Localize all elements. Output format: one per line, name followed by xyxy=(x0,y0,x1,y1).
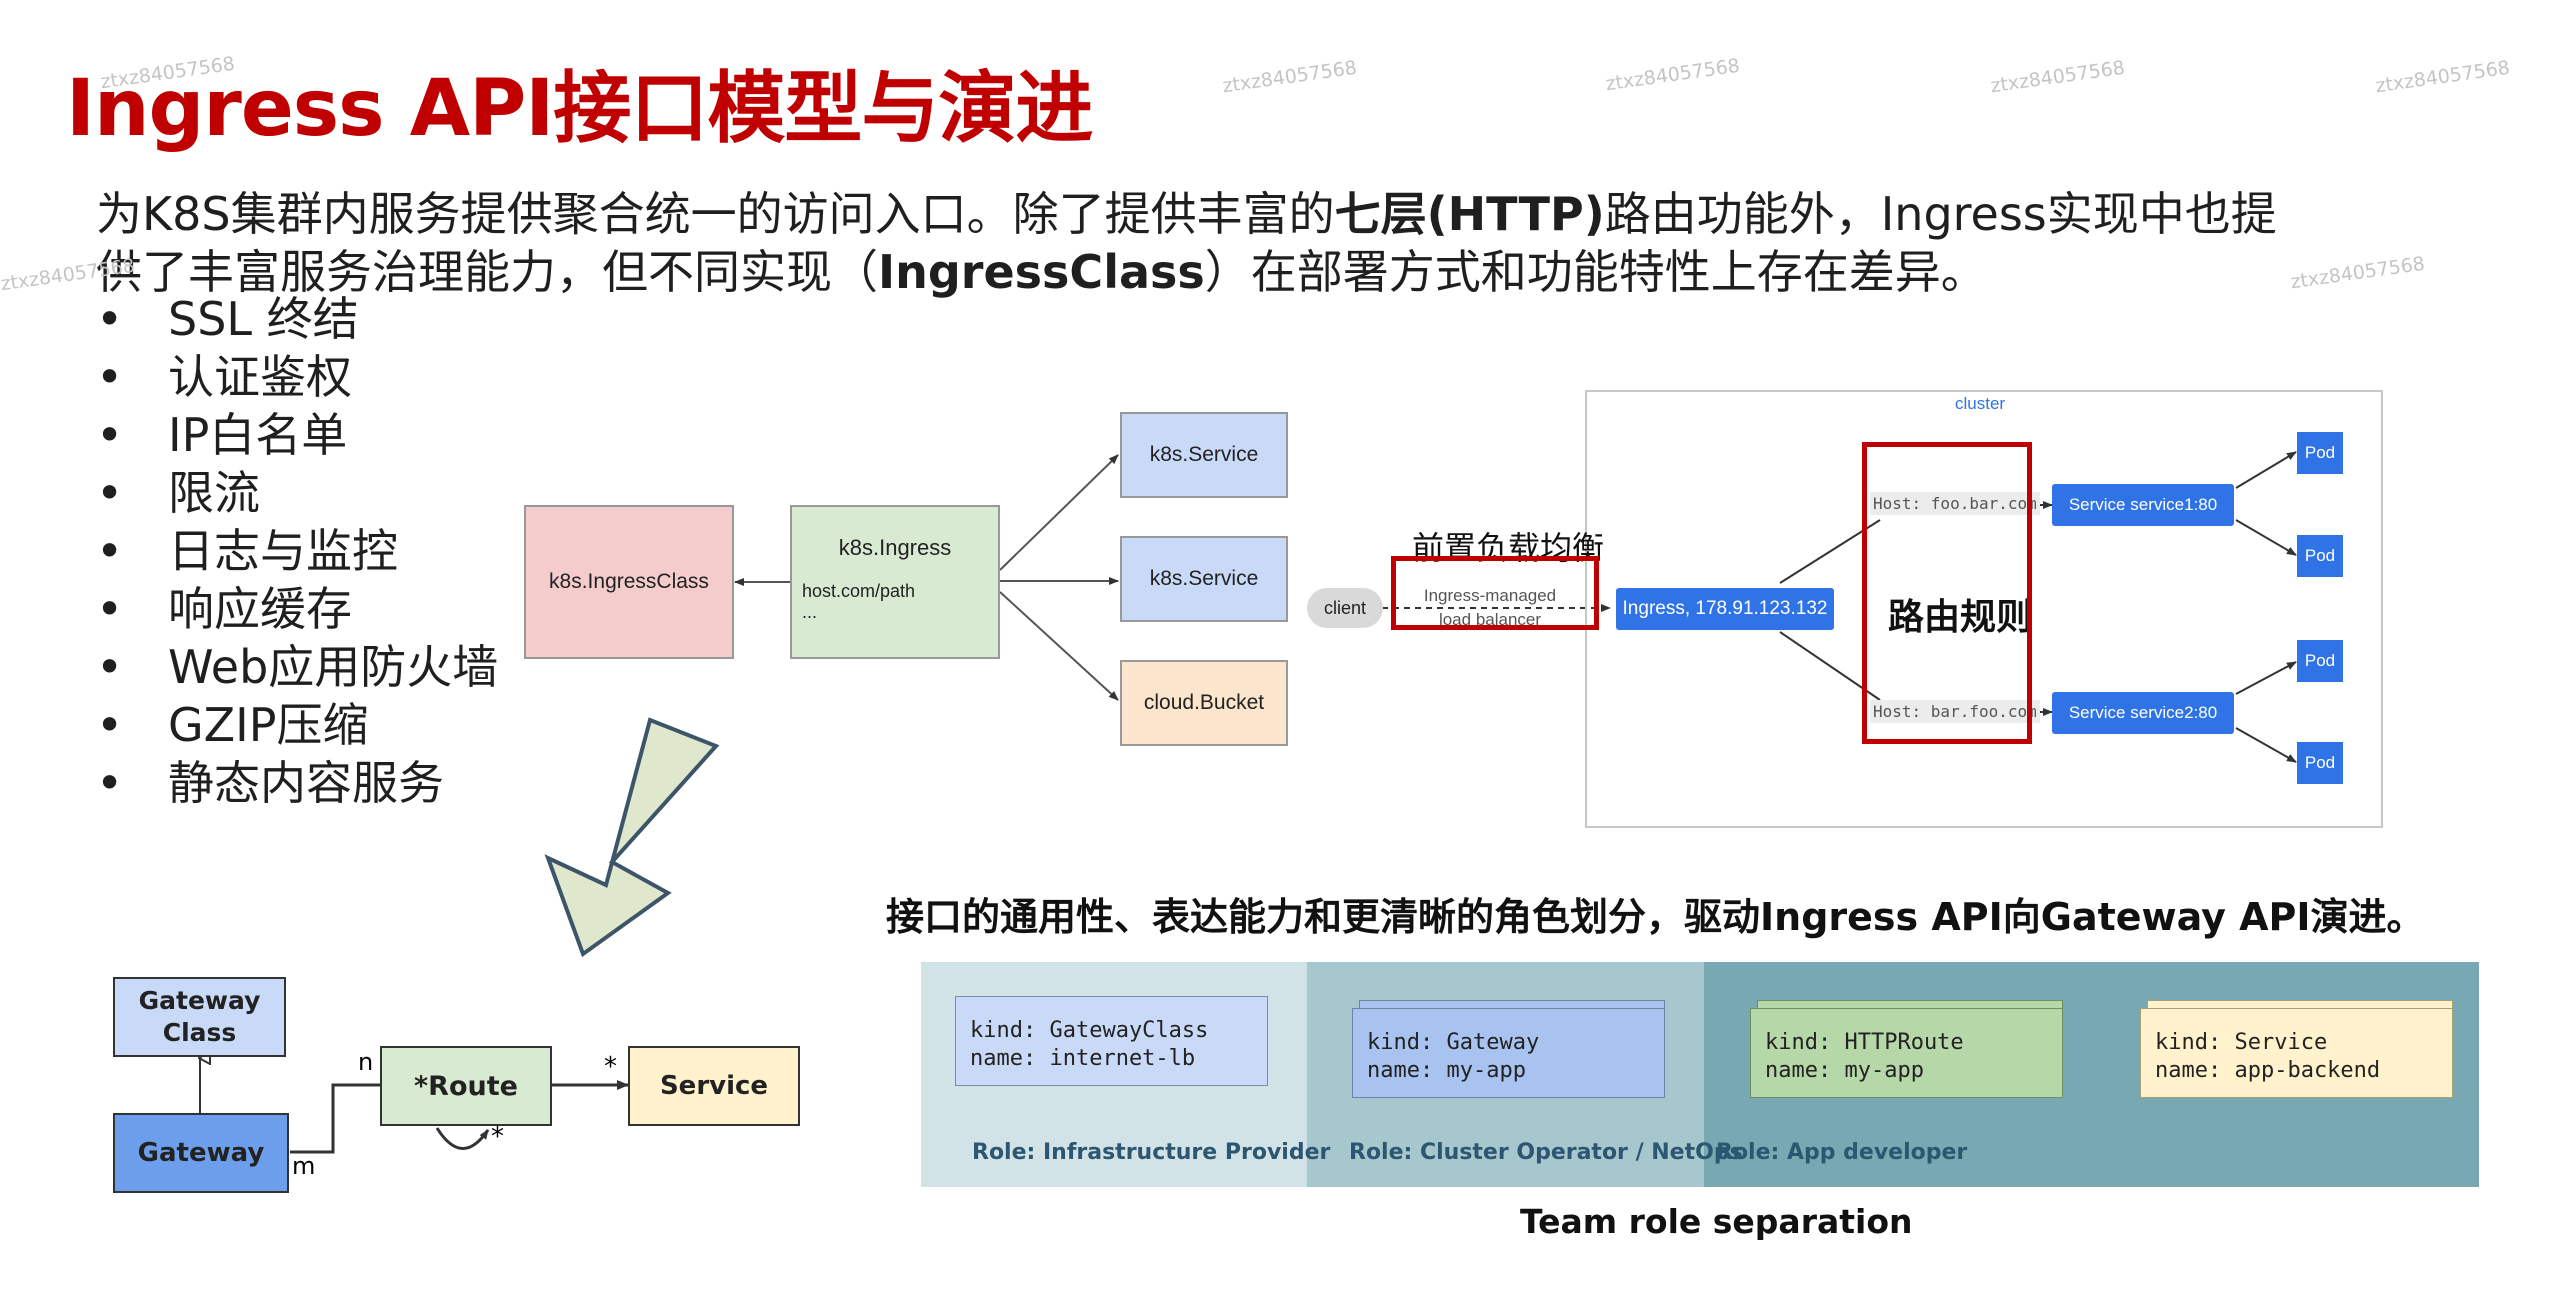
host-rule: Host: foo.bar.com xyxy=(1870,492,2040,515)
load-balancer-highlight xyxy=(1391,556,1599,630)
card-name: name: my-app xyxy=(1367,1058,1526,1083)
service-node: Service service2:80 xyxy=(2052,692,2234,734)
multiplicity-star: * xyxy=(604,1052,617,1082)
gateway-class-box: Gateway Class xyxy=(113,977,286,1057)
role-label-infrastructure: Role: Infrastructure Provider xyxy=(972,1140,1331,1165)
bullet-marker: • xyxy=(96,524,124,578)
card-kind: kind: GatewayClass xyxy=(970,1018,1209,1043)
feature-label: IP白名单 xyxy=(168,408,348,462)
feature-label: 认证鉴权 xyxy=(168,350,352,404)
load-balancer-line: Ingress-managed xyxy=(1423,586,1557,605)
description-line-1: 为K8S集群内服务提供聚合统一的访问入口。除了提供丰富的七层(HTTP)路由功能… xyxy=(96,178,2277,244)
service-card: kind: Service name: app-backend xyxy=(2140,1008,2453,1098)
load-balancer-label: Ingress-managed load balancer xyxy=(1415,584,1565,632)
card-name: name: app-backend xyxy=(2155,1058,2381,1083)
route-box: *Route xyxy=(380,1046,552,1126)
card-name: name: internet-lb xyxy=(970,1046,1196,1071)
feature-label: Web应用防火墙 xyxy=(168,640,499,694)
feature-item: • GZIP压缩 xyxy=(90,696,506,754)
feature-item: • SSL 终结 xyxy=(90,290,506,348)
evolution-note: 接口的通用性、表达能力和更清晰的角色划分，驱动Ingress API向Gatew… xyxy=(886,895,2425,939)
ingress-class-box: k8s.IngressClass xyxy=(524,505,734,659)
bullet-marker: • xyxy=(96,582,124,636)
bullet-marker: • xyxy=(96,756,124,810)
cloud-bucket-box: cloud.Bucket xyxy=(1120,660,1288,746)
card-kind: kind: Service xyxy=(2155,1030,2328,1055)
feature-label: 日志与监控 xyxy=(168,524,398,578)
description-text: 供了丰富服务治理能力，但不同实现（ xyxy=(96,245,878,299)
feature-item: • 静态内容服务 xyxy=(90,754,506,812)
role-label-app-developer: Role: App developer xyxy=(1716,1140,1968,1165)
card-kind: kind: Gateway xyxy=(1367,1030,1540,1055)
feature-item: • Web应用防火墙 xyxy=(90,638,506,696)
role-label-cluster-operator: Role: Cluster Operator / NetOps xyxy=(1349,1140,1743,1165)
multiplicity-star: * xyxy=(491,1122,504,1152)
ingress-more: ... xyxy=(802,602,818,622)
load-balancer-line: load balancer xyxy=(1438,610,1542,629)
pod-node: Pod xyxy=(2297,535,2343,577)
description-text: 路由功能外，Ingress实现中也提 xyxy=(1604,187,2277,241)
ingress-node: Ingress, 178.91.123.132 xyxy=(1616,588,1834,630)
bullet-marker: • xyxy=(96,408,124,462)
feature-item: • 日志与监控 xyxy=(90,522,506,580)
feature-label: 限流 xyxy=(168,466,260,520)
page-title: Ingress API接口模型与演进 xyxy=(66,64,1093,154)
k8s-service-box: k8s.Service xyxy=(1120,412,1288,498)
feature-item: • 认证鉴权 xyxy=(90,348,506,406)
card-kind: kind: HTTPRoute xyxy=(1765,1030,1964,1055)
httproute-card: kind: HTTPRoute name: my-app xyxy=(1750,1008,2063,1098)
pod-node: Pod xyxy=(2297,640,2343,682)
card-name: name: my-app xyxy=(1765,1058,1924,1083)
feature-label: SSL 终结 xyxy=(168,292,359,346)
bullet-marker: • xyxy=(96,466,124,520)
description-line-2: 供了丰富服务治理能力，但不同实现（IngressClass）在部署方式和功能特性… xyxy=(96,236,1987,302)
role-separation-caption: Team role separation xyxy=(1520,1202,1913,1241)
pod-node: Pod xyxy=(2297,742,2343,784)
bullet-marker: • xyxy=(96,640,124,694)
feature-list: • SSL 终结 • 认证鉴权 • IP白名单 • 限流 • 日志与监控 • 响应缓存 • W… xyxy=(90,290,506,812)
gateway-class-card: kind: GatewayClass name: internet-lb xyxy=(955,996,1268,1086)
routing-rules-highlight xyxy=(1862,442,2032,744)
service-node: Service service1:80 xyxy=(2052,484,2234,526)
feature-label: 静态内容服务 xyxy=(168,756,444,810)
feature-item: • 限流 xyxy=(90,464,506,522)
description-bold-text: IngressClass xyxy=(878,245,1205,299)
cluster-frame xyxy=(1585,390,2383,828)
client-node: client xyxy=(1307,588,1383,628)
multiplicity-m: m xyxy=(292,1152,316,1180)
feature-label: GZIP压缩 xyxy=(168,698,369,752)
bullet-marker: • xyxy=(96,698,124,752)
bullet-marker: • xyxy=(96,292,124,346)
ingress-path: host.com/path xyxy=(802,581,916,601)
description-bold-text: 七层(HTTP) xyxy=(1334,187,1605,241)
description-text: ）在部署方式和功能特性上存在差异。 xyxy=(1204,245,1987,299)
gateway-card: kind: Gateway name: my-app xyxy=(1352,1008,1665,1098)
service-box: Service xyxy=(628,1046,800,1126)
host-rule: Host: bar.foo.com xyxy=(1870,700,2040,723)
feature-item: • 响应缓存 xyxy=(90,580,506,638)
description-text: 为K8S集群内服务提供聚合统一的访问入口。除了提供丰富的 xyxy=(96,187,1335,241)
pod-node: Pod xyxy=(2297,432,2343,474)
bullet-marker: • xyxy=(96,350,124,404)
gateway-box: Gateway xyxy=(113,1113,289,1193)
cluster-label: cluster xyxy=(1955,394,2006,413)
k8s-service-box: k8s.Service xyxy=(1120,536,1288,622)
ingress-label: k8s.Ingress xyxy=(838,535,952,560)
feature-item: • IP白名单 xyxy=(90,406,506,464)
feature-label: 响应缓存 xyxy=(168,582,352,636)
multiplicity-n: n xyxy=(358,1048,374,1076)
routing-rules-note: 路由规则 xyxy=(1888,597,2033,638)
ingress-box: k8s.Ingress host.com/path ... xyxy=(790,505,1000,659)
